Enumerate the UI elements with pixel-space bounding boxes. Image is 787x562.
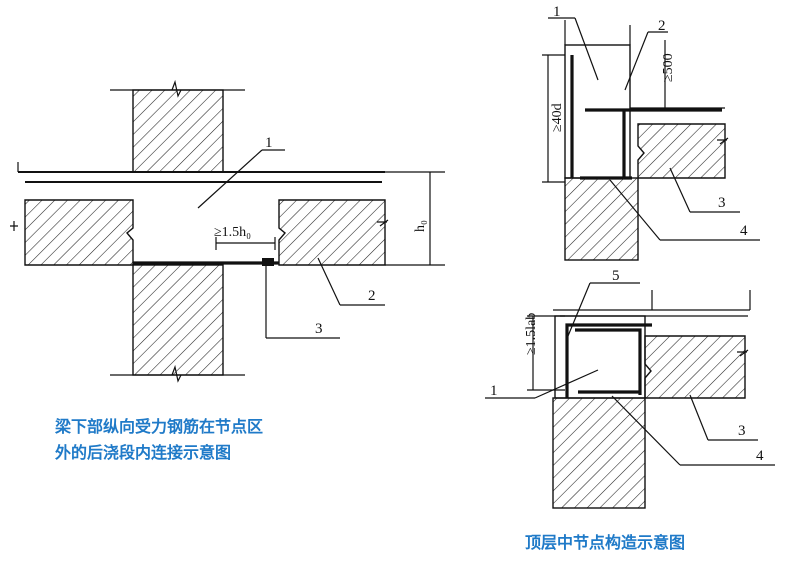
left-caption-line1: 梁下部纵向受力钢筋在节点区 — [54, 417, 263, 436]
right-precast-beam — [278, 199, 386, 266]
tr-label-3: 3 — [718, 195, 726, 211]
lower-column — [132, 264, 224, 376]
br-caption: 顶层中节点构造示意图 — [525, 533, 685, 552]
tr-anchor-dim: ≥40d — [550, 103, 565, 132]
br-label-5: 5 — [612, 268, 620, 284]
tr-lower-column — [564, 177, 639, 261]
label-2: 2 — [368, 288, 376, 304]
left-precast-beam — [24, 199, 134, 266]
tr-label-4: 4 — [740, 223, 748, 239]
upper-column — [132, 89, 224, 173]
tr-precast-beam — [637, 123, 726, 179]
br-lower-column — [552, 397, 646, 509]
rebar-coupler — [262, 258, 274, 266]
label-1: 1 — [265, 135, 273, 151]
label-3: 3 — [315, 321, 323, 337]
tr-top-dim: ≥500 — [661, 53, 676, 82]
bottom-right-diagram: ≥1.5lab 5 1 3 4 顶层中节点构造示意图 — [485, 268, 775, 552]
lap-length-dim: ≥1.5h₀ — [214, 225, 251, 240]
tr-label-2: 2 — [658, 18, 666, 34]
beam-depth-dim: h₀ — [413, 220, 428, 232]
left-diagram: ≥1.5h₀ h₀ 1 2 3 梁下部纵向受力钢筋在节点区 外的后浇段内连接示意… — [10, 79, 445, 462]
top-right-diagram: ≥40d ≥500 1 2 3 4 — [542, 4, 760, 261]
br-precast-beam — [644, 335, 746, 399]
br-label-4: 4 — [756, 448, 764, 464]
br-column-rebar-hook — [565, 323, 652, 398]
left-caption-line2: 外的后浇段内连接示意图 — [54, 443, 231, 462]
br-label-1: 1 — [490, 383, 498, 399]
br-label-3: 3 — [738, 423, 746, 439]
tr-label-1: 1 — [553, 4, 561, 20]
br-anchor-dim: ≥1.5lab — [524, 313, 539, 355]
